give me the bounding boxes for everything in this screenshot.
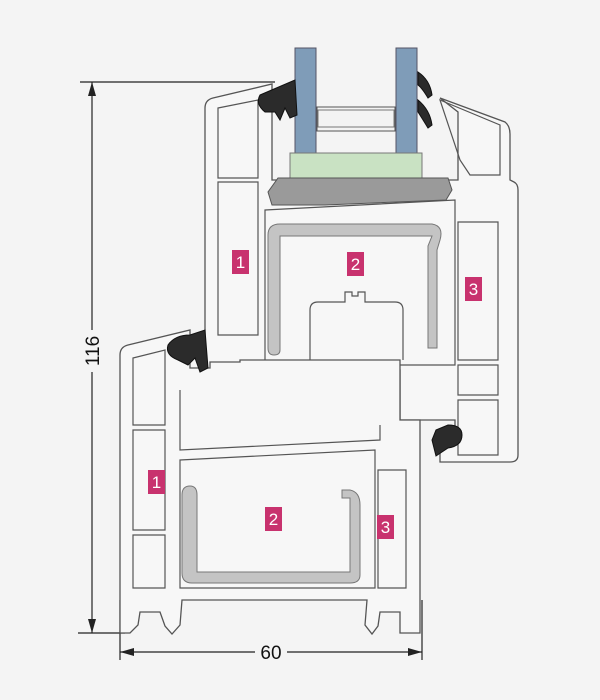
glazing-block	[289, 152, 423, 179]
width-dimension: 60	[119, 600, 423, 664]
setting-block	[267, 177, 453, 206]
svg-text:2: 2	[269, 510, 278, 529]
svg-text:3: 3	[381, 518, 390, 537]
sash-chamber-label-3: 3	[465, 277, 482, 301]
frame-steel-reinforcement	[181, 485, 361, 584]
svg-text:1: 1	[236, 253, 245, 272]
frame-profile	[119, 329, 421, 636]
sash-chamber-label-1: 1	[232, 250, 249, 274]
frame-chamber-label-2: 2	[265, 507, 282, 531]
frame-chamber-label-1: 1	[148, 470, 165, 494]
height-dimension: 116	[78, 81, 275, 634]
width-dimension-label: 60	[260, 643, 281, 664]
svg-text:1: 1	[152, 473, 161, 492]
gaskets	[167, 71, 463, 457]
svg-text:3: 3	[469, 280, 478, 299]
frame-chamber-label-3: 3	[377, 515, 394, 539]
sash-chamber-label-2: 2	[347, 252, 364, 276]
svg-text:2: 2	[351, 255, 360, 274]
height-dimension-label: 116	[83, 336, 104, 366]
sash-steel-reinforcement	[267, 223, 442, 356]
insulated-glass-unit	[294, 47, 418, 157]
